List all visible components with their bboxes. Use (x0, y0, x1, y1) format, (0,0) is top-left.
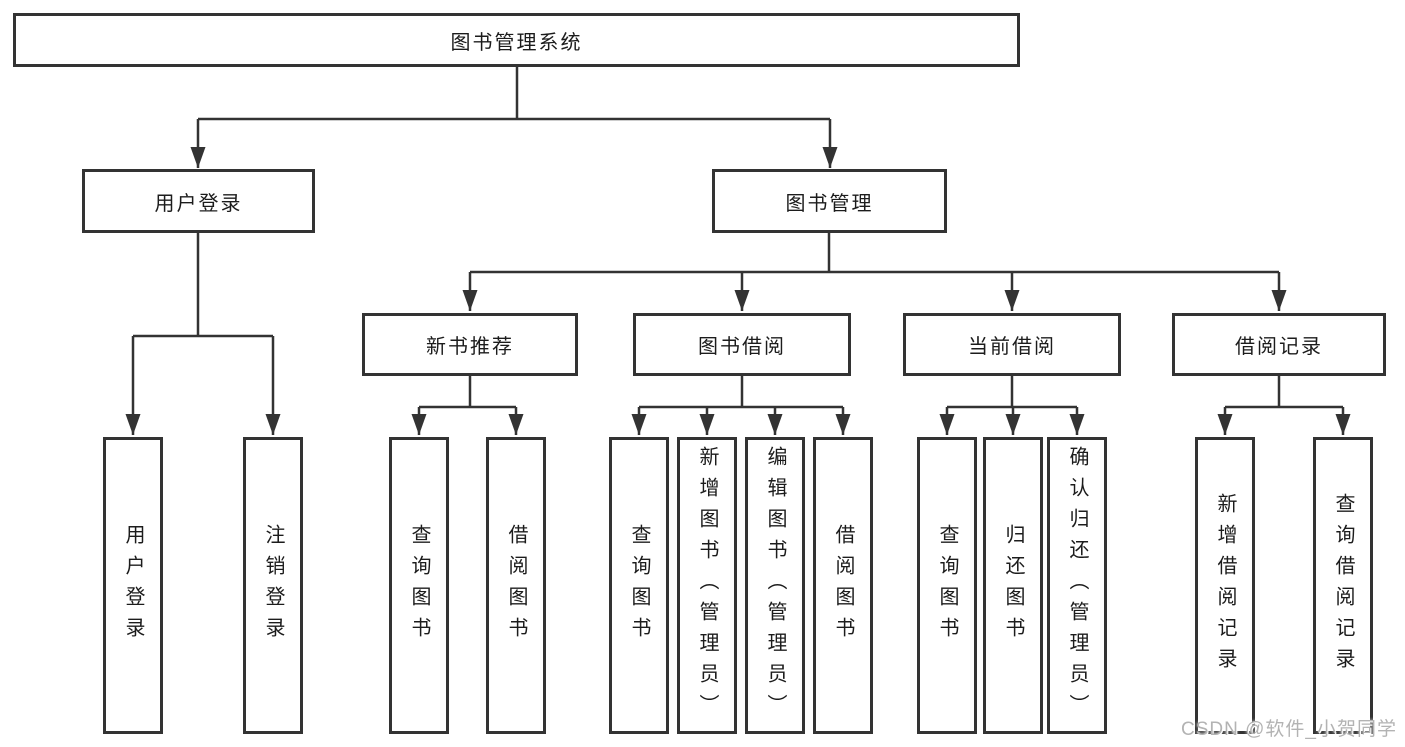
node-label: 确认归还（管理员） (1066, 446, 1088, 725)
node-label: 用户登录 (122, 523, 144, 648)
leaf-borrow-books: 借阅图书 (813, 437, 873, 734)
leaf-query-books-recommend: 查询图书 (389, 437, 449, 734)
leaf-user-login: 用户登录 (103, 437, 163, 734)
node-label: 用户登录 (154, 192, 243, 215)
node-label: 查询图书 (936, 523, 958, 648)
node-root-system: 图书管理系统 (13, 13, 1020, 67)
node-label: 注销登录 (262, 523, 284, 648)
node-label: 借阅记录 (1235, 336, 1323, 358)
node-new-book-recommend: 新书推荐 (362, 313, 578, 376)
node-label: 归还图书 (1002, 523, 1024, 648)
node-label: 查询图书 (628, 523, 650, 648)
node-label: 图书管理 (785, 192, 874, 215)
node-book-management: 图书管理 (712, 169, 947, 233)
leaf-add-books-admin: 新增图书（管理员） (677, 437, 737, 734)
node-label: 借阅图书 (832, 523, 854, 648)
leaf-query-borrow-record: 查询借阅记录 (1313, 437, 1373, 734)
node-label: 查询图书 (408, 523, 430, 648)
node-user-login-module: 用户登录 (82, 169, 315, 233)
node-label: 新书推荐 (426, 336, 514, 358)
leaf-query-books-current: 查询图书 (917, 437, 977, 734)
node-label: 图书管理系统 (450, 31, 583, 54)
node-label: 新增借阅记录 (1214, 492, 1236, 679)
node-current-borrowing: 当前借阅 (903, 313, 1121, 376)
node-label: 编辑图书（管理员） (764, 446, 786, 725)
node-label: 图书借阅 (698, 336, 786, 358)
node-book-borrowing: 图书借阅 (633, 313, 851, 376)
watermark: CSDN @软件_小贺同学 (1181, 719, 1397, 740)
node-label: 当前借阅 (968, 336, 1056, 358)
leaf-logout: 注销登录 (243, 437, 303, 734)
node-label: 查询借阅记录 (1332, 492, 1354, 679)
leaf-confirm-return-admin: 确认归还（管理员） (1047, 437, 1107, 734)
leaf-borrow-books-recommend: 借阅图书 (486, 437, 546, 734)
leaf-edit-books-admin: 编辑图书（管理员） (745, 437, 805, 734)
node-label: 新增图书（管理员） (696, 446, 718, 725)
leaf-return-books: 归还图书 (983, 437, 1043, 734)
leaf-add-borrow-record: 新增借阅记录 (1195, 437, 1255, 734)
node-borrow-records: 借阅记录 (1172, 313, 1386, 376)
leaf-query-books-borrowing: 查询图书 (609, 437, 669, 734)
node-label: 借阅图书 (505, 523, 527, 648)
